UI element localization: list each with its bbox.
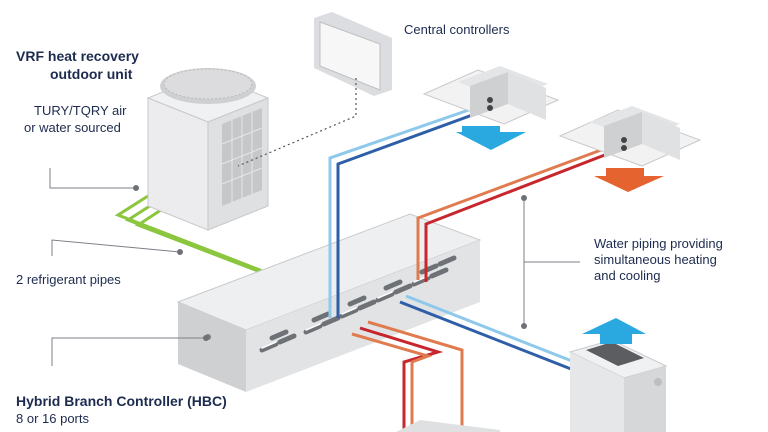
refrigerant-pipes-label: 2 refrigerant pipes <box>16 272 121 287</box>
fan-coil-unit <box>568 339 668 432</box>
water-piping-label-line2: simultaneous heating <box>594 252 717 267</box>
indoor-unit-cooling <box>422 66 560 125</box>
heating-airflow-arrow-icon <box>594 168 664 192</box>
cooling-airflow-arrow-icon <box>456 126 526 150</box>
outdoor-unit <box>146 68 270 231</box>
indoor-unit-heating <box>558 106 702 167</box>
hbc-title: Hybrid Branch Controller (HBC) <box>16 393 227 409</box>
hbc-port-stubs <box>259 255 457 353</box>
warm-airflow-arrow-icon <box>582 318 646 344</box>
leader-lines <box>49 168 580 366</box>
central-controller-panel <box>314 12 392 96</box>
hbc-subtitle: 8 or 16 ports <box>16 411 89 426</box>
water-piping-label-line3: and cooling <box>594 268 661 283</box>
outdoor-unit-title-line2: outdoor unit <box>50 66 133 82</box>
outdoor-unit-title-line1: VRF heat recovery <box>16 48 139 64</box>
water-pipes-cooling <box>328 102 601 380</box>
outdoor-unit-subtitle-line1: TURY/TQRY air <box>34 103 127 118</box>
bottom-indoor-unit-partial <box>396 420 500 432</box>
water-piping-label-line1: Water piping providing <box>594 236 723 251</box>
outdoor-unit-subtitle-line2: or water sourced <box>24 120 121 135</box>
leader-dots <box>133 185 527 341</box>
central-controllers-label: Central controllers <box>404 22 510 37</box>
water-pipes-heating <box>351 138 629 432</box>
